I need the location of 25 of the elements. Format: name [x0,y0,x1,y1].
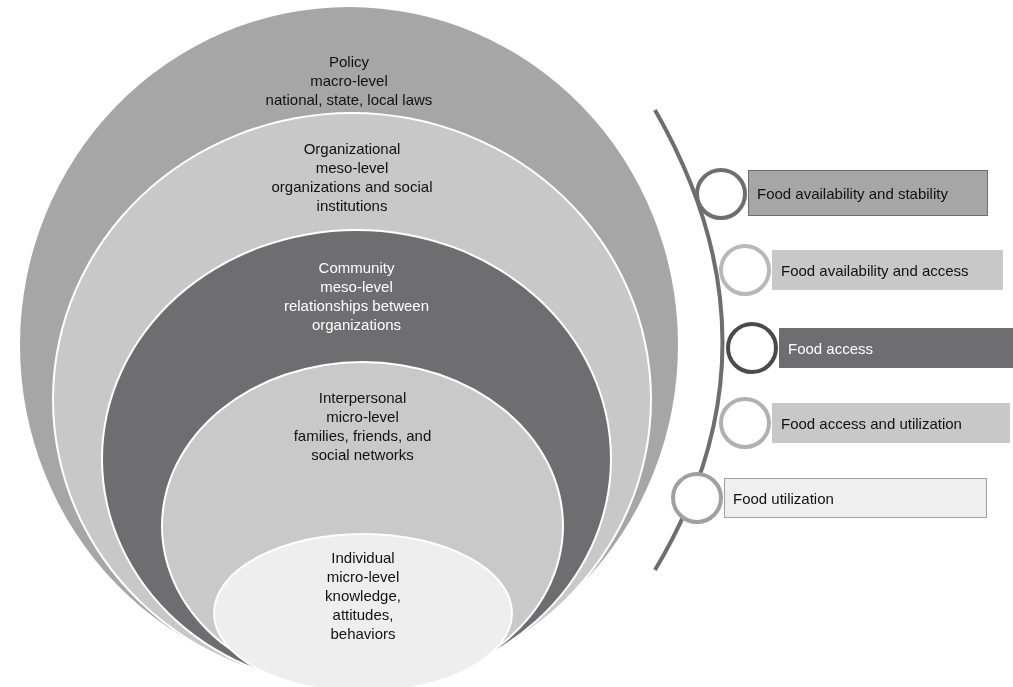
level-title: Community [318,258,395,277]
level-scale: meso-level [320,277,393,296]
level-scale: meso-level [315,158,389,177]
level-description: families, friends, and social networks [292,426,433,464]
level-scale: macro-level [310,71,388,90]
category-label: Food utilization [733,489,834,507]
level-description: relationships between organizations [282,296,431,334]
category-label: Food access and utilization [781,414,962,432]
level-description: knowledge, attitudes, behaviors [324,586,402,643]
level-scale: micro-level [326,567,400,586]
level-title: Policy [329,52,369,71]
category-label: Food access [788,339,874,357]
level-description: organizations and social institutions [270,177,434,215]
category-bar [772,250,1003,290]
level-description: national, state, local laws [265,90,433,109]
level-scale: micro-level [326,407,399,426]
level-title: Interpersonal [318,388,407,407]
category-label: Food availability and access [781,261,969,279]
level-title: Organizational [303,139,401,158]
level-title: Individual [331,548,395,567]
category-bar [779,328,1013,368]
category-bar [748,170,988,216]
category-label: Food availability and stability [757,184,948,202]
category-bar [772,403,1010,443]
category-bar [724,478,987,518]
